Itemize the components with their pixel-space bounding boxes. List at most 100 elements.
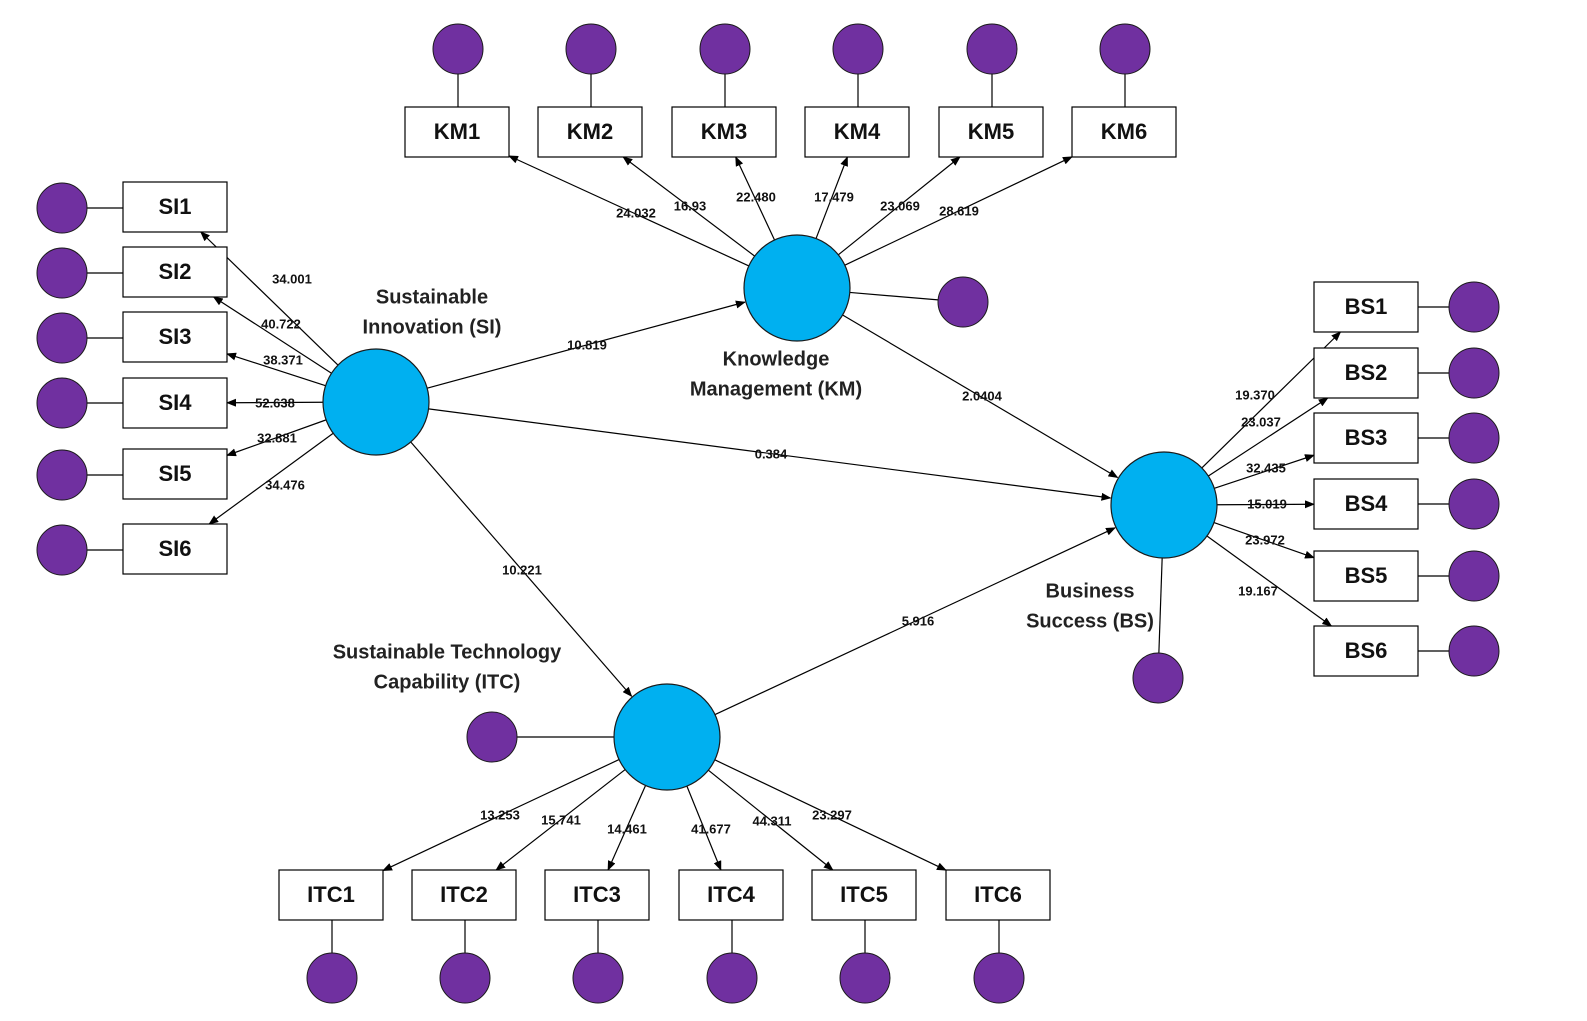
loading-arrow-bs3 (1214, 454, 1315, 489)
loading-arrow-bs5 (1213, 522, 1315, 559)
indicator-box-km2 (537, 106, 643, 158)
indicator-box-bs4 (1313, 478, 1419, 530)
indicator-box-km6 (1071, 106, 1177, 158)
loading-value-itc6: 23.297 (812, 807, 852, 822)
indicator-label-si2: SI2 (158, 259, 191, 284)
loading-value-si6: 34.476 (265, 477, 305, 492)
loading-arrow-itc4 (686, 785, 722, 871)
indicator-box-si5 (122, 448, 228, 500)
path-coefficient-km-bs: 2.0404 (962, 388, 1003, 403)
loading-value-itc3: 14.461 (607, 821, 647, 836)
error-term-km5 (966, 23, 1018, 75)
construct-label-km-line-1: Knowledge (723, 348, 830, 370)
indicator-label-itc5: ITC5 (840, 882, 888, 907)
construct-label-si-line-2: Innovation (SI) (363, 316, 502, 338)
indicator-label-bs5: BS5 (1345, 563, 1388, 588)
error-term-si6 (36, 524, 88, 576)
construct-error-term-itc (466, 711, 518, 763)
error-term-bs1 (1448, 281, 1500, 333)
loading-value-itc1: 13.253 (480, 807, 520, 822)
loading-arrow-bs6 (1206, 535, 1333, 627)
error-term-itc5 (839, 952, 891, 1004)
construct-error-term-bs (1132, 652, 1184, 704)
loading-arrow-itc5 (707, 769, 834, 871)
construct-label-bs-line-2: Success (BS) (1026, 610, 1154, 632)
loading-value-itc4: 41.677 (691, 821, 731, 836)
construct-label-itc-line-1: Sustainable Technology (333, 641, 562, 663)
indicator-label-km6: KM6 (1101, 119, 1147, 144)
loading-arrow-si3 (226, 352, 326, 387)
indicator-label-km5: KM5 (968, 119, 1014, 144)
indicator-box-bs2 (1313, 347, 1419, 399)
loading-value-si5: 32.881 (257, 430, 297, 445)
error-term-km6 (1099, 23, 1151, 75)
indicator-box-si1 (122, 181, 228, 233)
loading-arrow-km4 (815, 156, 848, 239)
indicator-label-km3: KM3 (701, 119, 747, 144)
indicator-label-bs2: BS2 (1345, 360, 1388, 385)
indicator-label-bs4: BS4 (1345, 491, 1389, 516)
loading-arrow-km2 (622, 156, 756, 257)
loading-value-bs1: 19.370 (1235, 387, 1275, 402)
error-term-itc1 (306, 952, 358, 1004)
indicator-box-km3 (671, 106, 777, 158)
error-term-km2 (565, 23, 617, 75)
indicator-box-bs1 (1313, 281, 1419, 333)
construct-error-term-km (937, 276, 989, 328)
loading-value-si2: 40.722 (261, 316, 301, 331)
loading-arrow-itc2 (495, 769, 626, 871)
indicator-box-km1 (404, 106, 510, 158)
path-arrow-km-to-bs (842, 314, 1119, 479)
indicator-label-itc4: ITC4 (707, 882, 755, 907)
loading-arrow-si5 (226, 419, 327, 457)
construct-label-bs-line-1: Business (1046, 580, 1135, 602)
loading-value-bs3: 32.435 (1246, 460, 1286, 475)
indicator-box-si3 (122, 311, 228, 363)
loading-value-si4: 52.638 (255, 395, 295, 410)
path-arrow-si-to-bs (428, 408, 1112, 501)
indicator-label-km1: KM1 (434, 119, 480, 144)
error-term-km4 (832, 23, 884, 75)
path-arrow-si-to-itc (410, 441, 633, 697)
indicator-box-bs6 (1313, 625, 1419, 677)
indicator-box-itc4 (678, 869, 784, 921)
indicator-box-itc5 (811, 869, 917, 921)
error-term-itc3 (572, 952, 624, 1004)
indicator-label-km4: KM4 (834, 119, 881, 144)
error-term-si2 (36, 247, 88, 299)
loading-value-km1: 24.032 (616, 205, 656, 220)
loading-arrow-km5 (837, 156, 961, 256)
loading-arrow-si6 (208, 432, 334, 525)
path-arrow-itc-to-bs (714, 527, 1116, 716)
path-coefficient-si-itc: 10.221 (502, 562, 542, 577)
indicator-label-si5: SI5 (158, 461, 191, 486)
loading-value-bs4: 15.019 (1247, 496, 1287, 511)
indicator-label-bs1: BS1 (1345, 294, 1388, 319)
loading-value-km5: 23.069 (880, 198, 920, 213)
construct-label-si-line-1: Sustainable (376, 286, 488, 308)
loading-value-bs2: 23.037 (1241, 414, 1281, 429)
loading-value-itc2: 15.741 (541, 812, 581, 827)
indicator-label-bs6: BS6 (1345, 638, 1388, 663)
construct-node-si (322, 348, 430, 456)
indicator-box-itc3 (544, 869, 650, 921)
construct-node-km (743, 234, 851, 342)
error-term-si1 (36, 182, 88, 234)
construct-error-connector-bs (1158, 557, 1163, 654)
loading-value-km4: 17.479 (814, 189, 854, 204)
indicator-box-km5 (938, 106, 1044, 158)
indicator-label-si1: SI1 (158, 194, 191, 219)
loading-arrow-itc3 (607, 785, 647, 871)
indicator-label-km2: KM2 (567, 119, 613, 144)
loading-arrow-km3 (735, 156, 776, 241)
loading-value-itc5: 44.311 (752, 813, 791, 828)
indicator-label-itc3: ITC3 (573, 882, 621, 907)
construct-label-km-line-2: Management (KM) (690, 378, 862, 400)
path-coefficient-si-km: 10.819 (567, 337, 607, 352)
indicator-label-si3: SI3 (158, 324, 191, 349)
loading-arrow-bs2 (1208, 397, 1329, 477)
indicator-box-si2 (122, 246, 228, 298)
error-term-itc6 (973, 952, 1025, 1004)
loading-value-km3: 22.480 (736, 189, 776, 204)
